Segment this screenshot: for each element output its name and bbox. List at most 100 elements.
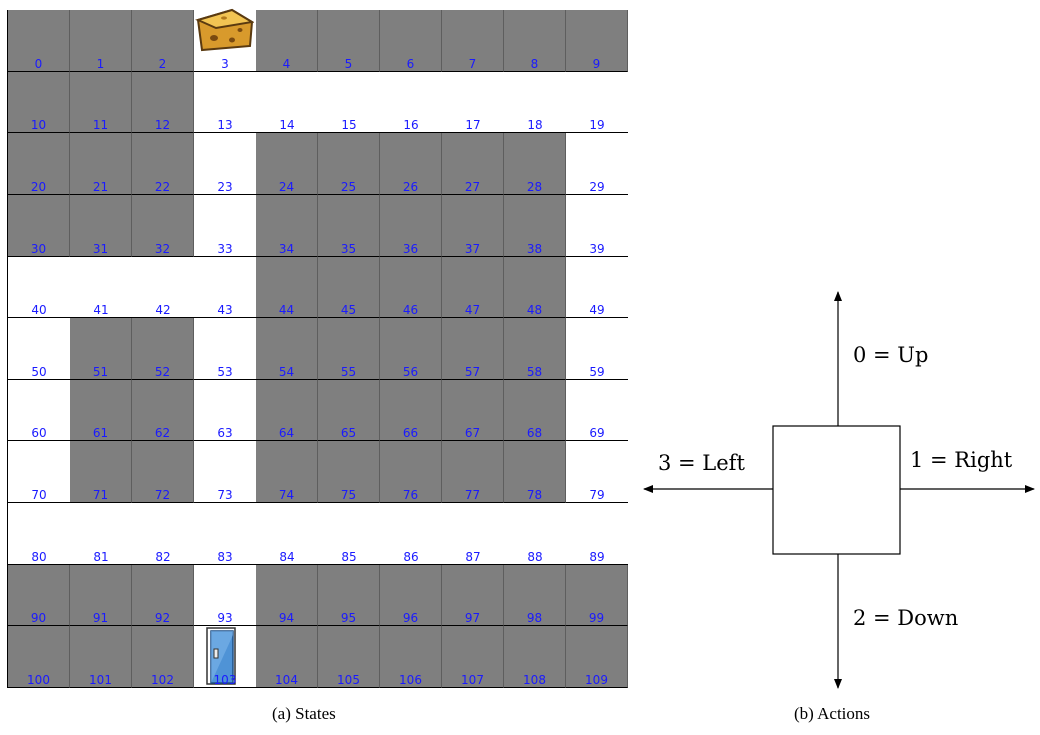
state-cell-12: 12 bbox=[132, 71, 194, 134]
state-cell-76: 76 bbox=[380, 441, 442, 504]
state-number: 22 bbox=[154, 179, 171, 194]
state-cell-23: 23 bbox=[194, 133, 256, 195]
state-cell-21: 21 bbox=[70, 133, 132, 195]
state-number: 72 bbox=[154, 488, 171, 503]
state-cell-57: 57 bbox=[442, 318, 504, 380]
state-number: 91 bbox=[92, 611, 109, 626]
state-cell-56: 56 bbox=[380, 318, 442, 380]
state-number: 67 bbox=[464, 426, 481, 441]
state-number: 44 bbox=[278, 303, 295, 318]
state-cell-89: 89 bbox=[566, 503, 628, 565]
state-number: 33 bbox=[217, 241, 233, 256]
state-cell-15: 15 bbox=[318, 71, 380, 134]
state-number: 43 bbox=[217, 303, 233, 318]
state-cell-13: 13 bbox=[194, 71, 256, 134]
state-number: 95 bbox=[340, 611, 357, 626]
state-number: 16 bbox=[403, 118, 419, 133]
state-number: 34 bbox=[278, 241, 295, 256]
state-cell-102: 102 bbox=[132, 626, 194, 688]
state-cell-27: 27 bbox=[442, 133, 504, 195]
state-number: 81 bbox=[93, 549, 109, 564]
state-number: 70 bbox=[31, 488, 47, 503]
state-cell-82: 82 bbox=[132, 503, 194, 565]
state-cell-10: 10 bbox=[8, 71, 70, 134]
state-cell-54: 54 bbox=[256, 318, 318, 380]
state-number: 74 bbox=[278, 488, 295, 503]
state-number: 37 bbox=[464, 241, 481, 256]
state-cell-43: 43 bbox=[194, 256, 256, 319]
state-number: 0 bbox=[34, 56, 43, 71]
state-cell-80: 80 bbox=[8, 503, 70, 565]
state-number: 83 bbox=[217, 549, 233, 564]
state-number: 60 bbox=[31, 426, 47, 441]
state-number: 49 bbox=[589, 303, 605, 318]
state-number: 58 bbox=[526, 364, 543, 379]
state-cell-24: 24 bbox=[256, 133, 318, 195]
state-number: 100 bbox=[27, 672, 50, 687]
state-number: 24 bbox=[278, 179, 295, 194]
state-number: 23 bbox=[217, 179, 233, 194]
state-number: 82 bbox=[155, 549, 171, 564]
state-number: 1 bbox=[96, 56, 105, 71]
state-number: 42 bbox=[155, 303, 171, 318]
state-cell-29: 29 bbox=[566, 133, 628, 195]
state-number: 59 bbox=[589, 364, 605, 379]
state-cell-1: 1 bbox=[70, 10, 132, 72]
state-number: 12 bbox=[154, 118, 171, 133]
state-cell-77: 77 bbox=[442, 441, 504, 504]
state-cell-72: 72 bbox=[132, 441, 194, 504]
state-cell-101: 101 bbox=[70, 626, 132, 688]
state-number: 9 bbox=[592, 56, 601, 71]
state-cell-3: 3 bbox=[194, 8, 256, 72]
state-number: 93 bbox=[217, 611, 233, 626]
state-cell-28: 28 bbox=[504, 133, 566, 195]
state-cell-84: 84 bbox=[256, 503, 318, 565]
left-label: 3 = Left bbox=[658, 451, 745, 475]
state-number: 104 bbox=[275, 672, 298, 687]
state-cell-69: 69 bbox=[566, 379, 628, 442]
state-number: 53 bbox=[217, 364, 233, 379]
state-number: 15 bbox=[341, 118, 357, 133]
state-cell-40: 40 bbox=[8, 256, 70, 319]
state-cell-37: 37 bbox=[442, 194, 504, 257]
state-cell-66: 66 bbox=[380, 379, 442, 442]
state-number: 63 bbox=[217, 426, 233, 441]
state-number: 2 bbox=[158, 56, 167, 71]
state-cell-58: 58 bbox=[504, 318, 566, 380]
state-number: 65 bbox=[340, 426, 357, 441]
state-number: 77 bbox=[464, 488, 481, 503]
state-cell-93: 93 bbox=[194, 564, 256, 627]
state-number: 109 bbox=[585, 672, 608, 687]
state-number: 18 bbox=[527, 118, 543, 133]
state-number: 51 bbox=[92, 364, 109, 379]
state-number: 90 bbox=[30, 611, 47, 626]
state-cell-86: 86 bbox=[380, 503, 442, 565]
state-cell-83: 83 bbox=[194, 503, 256, 565]
state-number: 105 bbox=[337, 672, 360, 687]
state-cell-53: 53 bbox=[194, 318, 256, 380]
state-cell-103: 103 bbox=[194, 626, 256, 688]
state-cell-52: 52 bbox=[132, 318, 194, 380]
state-cell-17: 17 bbox=[442, 71, 504, 134]
state-cell-18: 18 bbox=[504, 71, 566, 134]
state-number: 4 bbox=[282, 56, 291, 71]
state-number: 98 bbox=[526, 611, 543, 626]
state-number: 56 bbox=[402, 364, 419, 379]
state-number: 48 bbox=[526, 303, 543, 318]
actions-caption: (b) Actions bbox=[794, 704, 871, 723]
state-cell-63: 63 bbox=[194, 379, 256, 442]
state-number: 10 bbox=[30, 118, 47, 133]
state-cell-73: 73 bbox=[194, 441, 256, 504]
state-cell-48: 48 bbox=[504, 256, 566, 319]
state-number: 66 bbox=[402, 426, 419, 441]
state-cell-45: 45 bbox=[318, 256, 380, 319]
state-cell-25: 25 bbox=[318, 133, 380, 195]
state-cell-64: 64 bbox=[256, 379, 318, 442]
state-cell-62: 62 bbox=[132, 379, 194, 442]
state-cell-9: 9 bbox=[566, 10, 628, 72]
state-number: 31 bbox=[92, 241, 109, 256]
state-number: 75 bbox=[340, 488, 357, 503]
state-number: 45 bbox=[340, 303, 357, 318]
state-number: 61 bbox=[92, 426, 109, 441]
